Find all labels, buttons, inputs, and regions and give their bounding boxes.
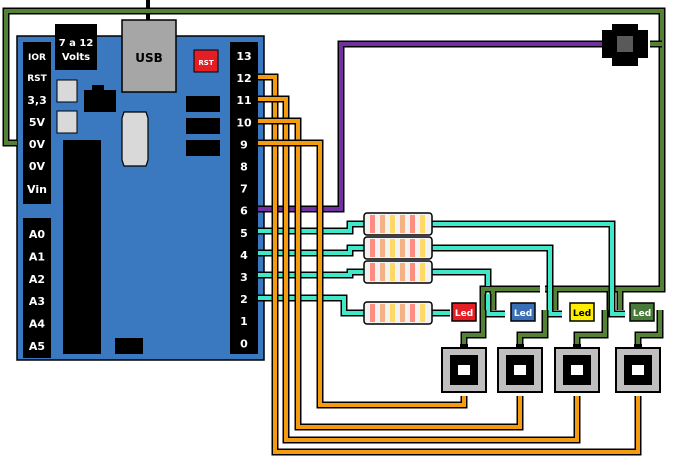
power-pin-label: IOR (28, 53, 46, 63)
power-label-line2: Volts (62, 52, 90, 63)
led-3: Led (629, 302, 655, 322)
power-pin-label: Vin (27, 183, 47, 196)
digital-pin-label: 4 (240, 249, 248, 262)
wire-button-ground-2 (575, 310, 607, 345)
led-label: Led (455, 309, 473, 319)
reset-button[interactable] (193, 49, 219, 73)
led-0: Led (451, 302, 477, 322)
power-pin-label: 0V (29, 138, 46, 151)
push-button-icon[interactable] (615, 344, 661, 393)
analog-pin-label: A4 (29, 318, 46, 331)
digital-pin-label: 7 (240, 183, 248, 196)
digital-pin-label: 1 (240, 315, 248, 328)
led-label: Led (573, 309, 591, 319)
power-pin-label: 5V (29, 116, 46, 129)
arduino-board: 7 a 12 Volts USB RST IORRST3,35V0V0VVin … (16, 0, 265, 361)
resistor-icon (363, 260, 433, 284)
analog-pin-label: A5 (29, 340, 45, 353)
wire-buzzer-outline (258, 40, 602, 213)
wire-button-ground-0 (462, 310, 485, 345)
power-pin-label: 3,3 (27, 94, 47, 107)
digital-pin-label: 12 (236, 72, 251, 85)
digital-pin-label: 8 (240, 161, 248, 174)
wire-button-ground-3 (636, 310, 662, 345)
digital-pin-label: 9 (240, 138, 248, 151)
push-button-icon[interactable] (554, 344, 600, 393)
led-label: Led (514, 309, 532, 319)
wire-led-1 (258, 246, 562, 316)
power-jack (55, 24, 97, 70)
digital-pin-label: 6 (240, 205, 248, 218)
power-pin-label: 0V (29, 160, 46, 173)
push-button-icon[interactable] (441, 344, 487, 393)
reset-label: RST (198, 59, 213, 67)
led-1: Led (510, 302, 536, 322)
wire-buzzer (258, 42, 602, 211)
analog-pin-label: A3 (29, 295, 45, 308)
digital-pin-label: 5 (240, 227, 248, 240)
wire-button-ground-1 (518, 310, 547, 345)
resistor-icon (363, 301, 433, 325)
resistor-icon (363, 236, 433, 260)
digital-pin-label: 3 (240, 271, 248, 284)
push-button-icon[interactable] (497, 344, 543, 393)
usb-port (121, 19, 177, 93)
analog-pin-label: A1 (29, 250, 45, 263)
wire-button-1 (258, 97, 579, 442)
digital-pin-label: 0 (240, 337, 248, 350)
analog-pin-label: A0 (29, 228, 46, 241)
analog-pin-label: A2 (29, 273, 45, 286)
digital-pin-label: 2 (240, 293, 248, 306)
buzzer-icon (602, 24, 648, 66)
microcontroller-chip (63, 140, 101, 354)
digital-pin-label: 13 (236, 50, 251, 63)
wire-button-0-outline (258, 73, 642, 456)
resistor-icon (363, 212, 433, 236)
wire-button-0 (258, 75, 640, 454)
led-label: Led (633, 309, 651, 319)
wire-button-3 (258, 141, 466, 407)
wire-led-0 (258, 222, 625, 316)
digital-pin-label: 11 (236, 94, 251, 107)
led-2: Led (569, 302, 595, 322)
wire-button-2 (258, 119, 522, 429)
power-pin-label: RST (27, 74, 47, 84)
usb-label: USB (135, 51, 163, 65)
digital-pin-label: 10 (236, 116, 252, 129)
wire-led-2 (258, 270, 505, 316)
power-label-line1: 7 a 12 (59, 38, 94, 49)
